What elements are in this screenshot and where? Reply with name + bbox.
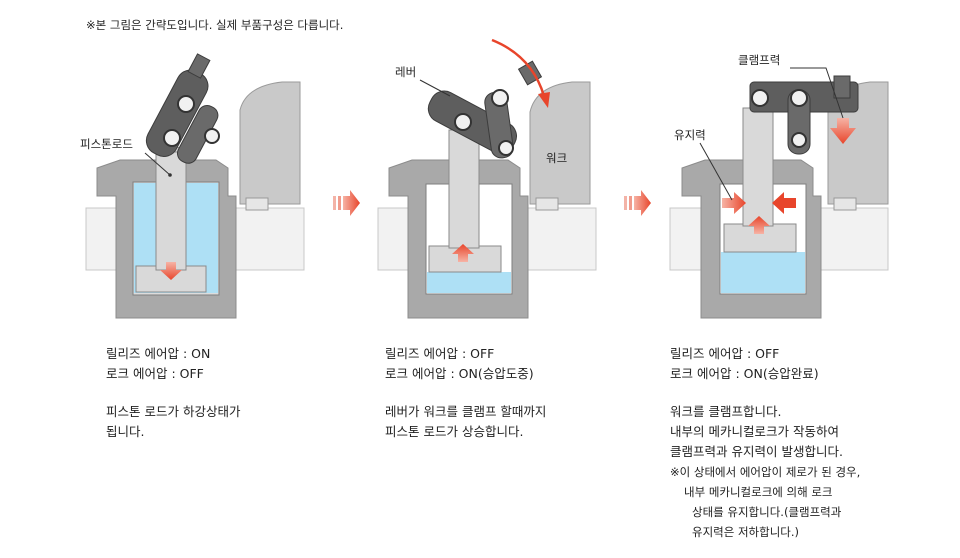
step-3-note-line: 상태를 유지합니다.(클램프력과	[692, 505, 842, 519]
step-3-note-line: ※이 상태에서 에어압이 제로가 된 경우,	[670, 465, 861, 479]
step-2-air-line: 로크 에어압 : ON(승압도중)	[385, 366, 534, 381]
clamp-bolt	[833, 75, 851, 99]
step-3-desc-line: 내부의 메카니컬로크가 작동하여	[670, 424, 839, 439]
label-piston-rod: 피스톤로드	[80, 137, 133, 151]
piston-rod	[742, 107, 774, 227]
holding-force-arrow-icon	[772, 192, 796, 214]
step-2-desc-line: 레버가 워크를 클램프 할때까지	[385, 404, 547, 419]
piston-rod	[155, 151, 187, 271]
down-arrow-icon	[160, 262, 182, 280]
caption-step-2: 릴리즈 에어압 : OFF 로크 에어압 : ON(승압도중) 레버가 워크를 …	[385, 344, 546, 442]
holding-force-arrow-icon	[722, 192, 746, 214]
up-arrow-icon	[748, 216, 770, 234]
step-3-desc-line: 클램프력과 유지력이 발생합니다.	[670, 444, 843, 459]
panel-release-state: 피스톤로드	[80, 53, 305, 319]
pin	[177, 95, 195, 113]
step-2-desc-line: 피스톤 로드가 상승합니다.	[385, 424, 524, 439]
work-foot	[535, 197, 559, 211]
step-1-desc-line: 됩니다.	[106, 424, 145, 439]
label-lever: 레버	[395, 65, 416, 79]
step-2-air-line: 릴리즈 에어압 : OFF	[385, 346, 495, 361]
step-1-air-line: 릴리즈 에어압 : ON	[106, 346, 211, 361]
pin	[751, 89, 769, 107]
transition-arrow-icon	[333, 190, 360, 216]
diagram-note: ※본 그림은 간략도입니다. 실제 부품구성은 다릅니다.	[86, 18, 344, 32]
clamp-bolt	[187, 53, 211, 79]
fluid-area	[721, 252, 805, 293]
step-3-air-line: 로크 에어압 : ON(승압완료)	[670, 366, 819, 381]
pin	[791, 132, 807, 148]
rotation-arrow-icon	[491, 38, 546, 97]
pin	[491, 89, 509, 107]
panel-clamped-state: 클램프력 유지력	[669, 53, 889, 319]
step-3-desc-line: 워크를 클램프합니다.	[670, 404, 782, 419]
pin	[204, 128, 220, 144]
up-arrow-icon	[452, 244, 474, 262]
pin	[498, 140, 514, 156]
step-3-air-line: 릴리즈 에어압 : OFF	[670, 346, 780, 361]
pin	[163, 129, 181, 147]
work-piece	[529, 81, 591, 205]
work-foot	[245, 197, 269, 211]
label-work: 워크	[546, 151, 567, 165]
step-1-air-line: 로크 에어압 : OFF	[106, 366, 204, 381]
fluid-area	[427, 272, 511, 293]
work-piece	[239, 81, 301, 205]
step-3-note-line: 내부 메카니컬로크에 의해 로크	[684, 485, 833, 499]
caption-step-3: 릴리즈 에어압 : OFF 로크 에어압 : ON(승압완료) 워크를 클램프합…	[670, 344, 860, 542]
panel-rising-state: 레버 워크	[377, 38, 597, 319]
clamp-operation-diagram: 피스톤로드 레버 워크	[80, 38, 889, 319]
transition-arrow-icon	[624, 190, 651, 216]
pin	[790, 89, 808, 107]
step-3-note-line: 유지력은 저하합니다.)	[692, 525, 800, 539]
step-1-desc-line: 피스톤 로드가 하강상태가	[106, 404, 241, 419]
lever	[145, 69, 219, 164]
work-foot	[833, 197, 857, 211]
caption-step-1: 릴리즈 에어압 : ON 로크 에어압 : OFF 피스톤 로드가 하강상태가 …	[106, 344, 240, 442]
label-holding-force: 유지력	[674, 128, 706, 142]
pin	[454, 113, 472, 131]
clamp-force-arrow-icon	[830, 118, 856, 144]
label-clamp-force: 클램프력	[738, 53, 780, 67]
piston-rod	[448, 129, 480, 249]
